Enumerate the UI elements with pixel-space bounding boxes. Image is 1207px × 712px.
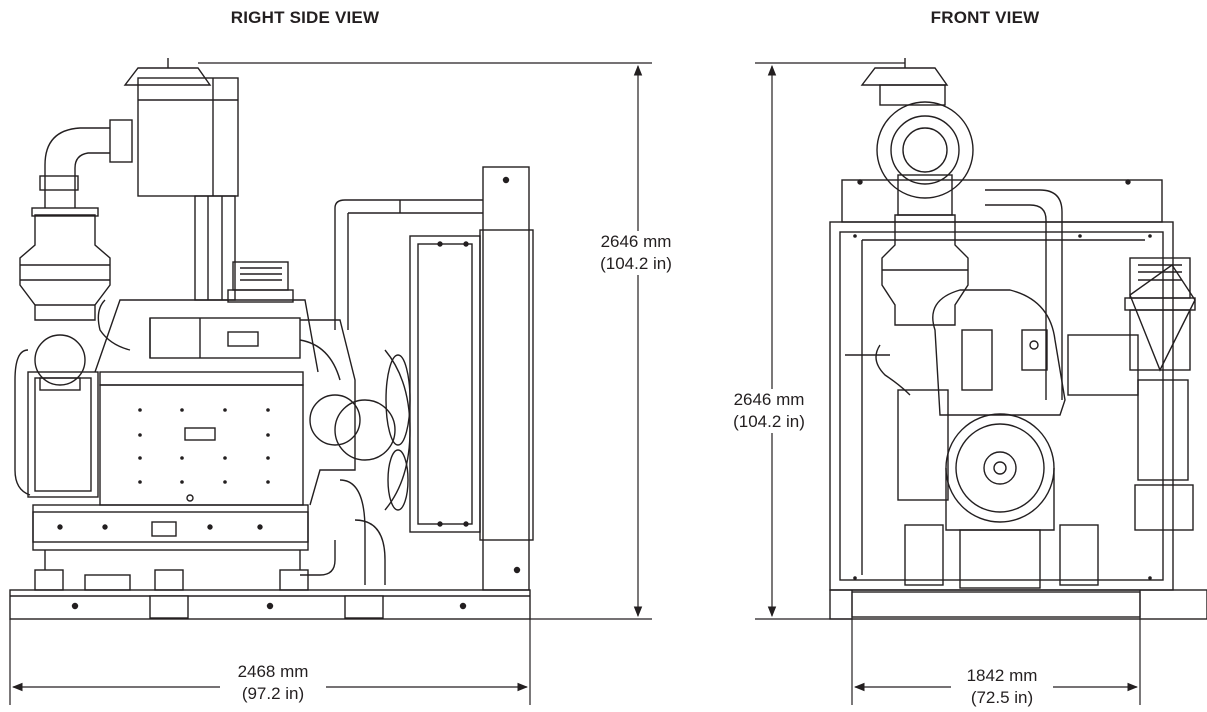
side-height-in: (104.2 in)	[600, 254, 672, 273]
side-length-in: (97.2 in)	[241, 684, 305, 703]
side-length-label: 2468 mm (97.2 in)	[220, 661, 326, 705]
front-width-mm: 1842 mm	[966, 666, 1038, 685]
front-height-dimension-line	[755, 62, 905, 620]
front-height-label: 2646 mm (104.2 in)	[716, 389, 822, 433]
side-height-label: 2646 mm (104.2 in)	[583, 231, 689, 275]
side-view-title: RIGHT SIDE VIEW	[230, 8, 380, 27]
side-view-genset-drawing	[9, 58, 534, 620]
side-length-mm: 2468 mm	[237, 662, 309, 681]
front-view-genset-drawing	[829, 58, 1207, 620]
front-width-label: 1842 mm (72.5 in)	[951, 665, 1053, 709]
side-height-mm: 2646 mm	[600, 232, 672, 251]
front-height-mm: 2646 mm	[733, 390, 805, 409]
front-view-title: FRONT VIEW	[930, 8, 1040, 27]
front-width-in: (72.5 in)	[970, 688, 1034, 707]
front-height-in: (104.2 in)	[733, 412, 805, 431]
side-height-dimension-line	[198, 62, 652, 620]
